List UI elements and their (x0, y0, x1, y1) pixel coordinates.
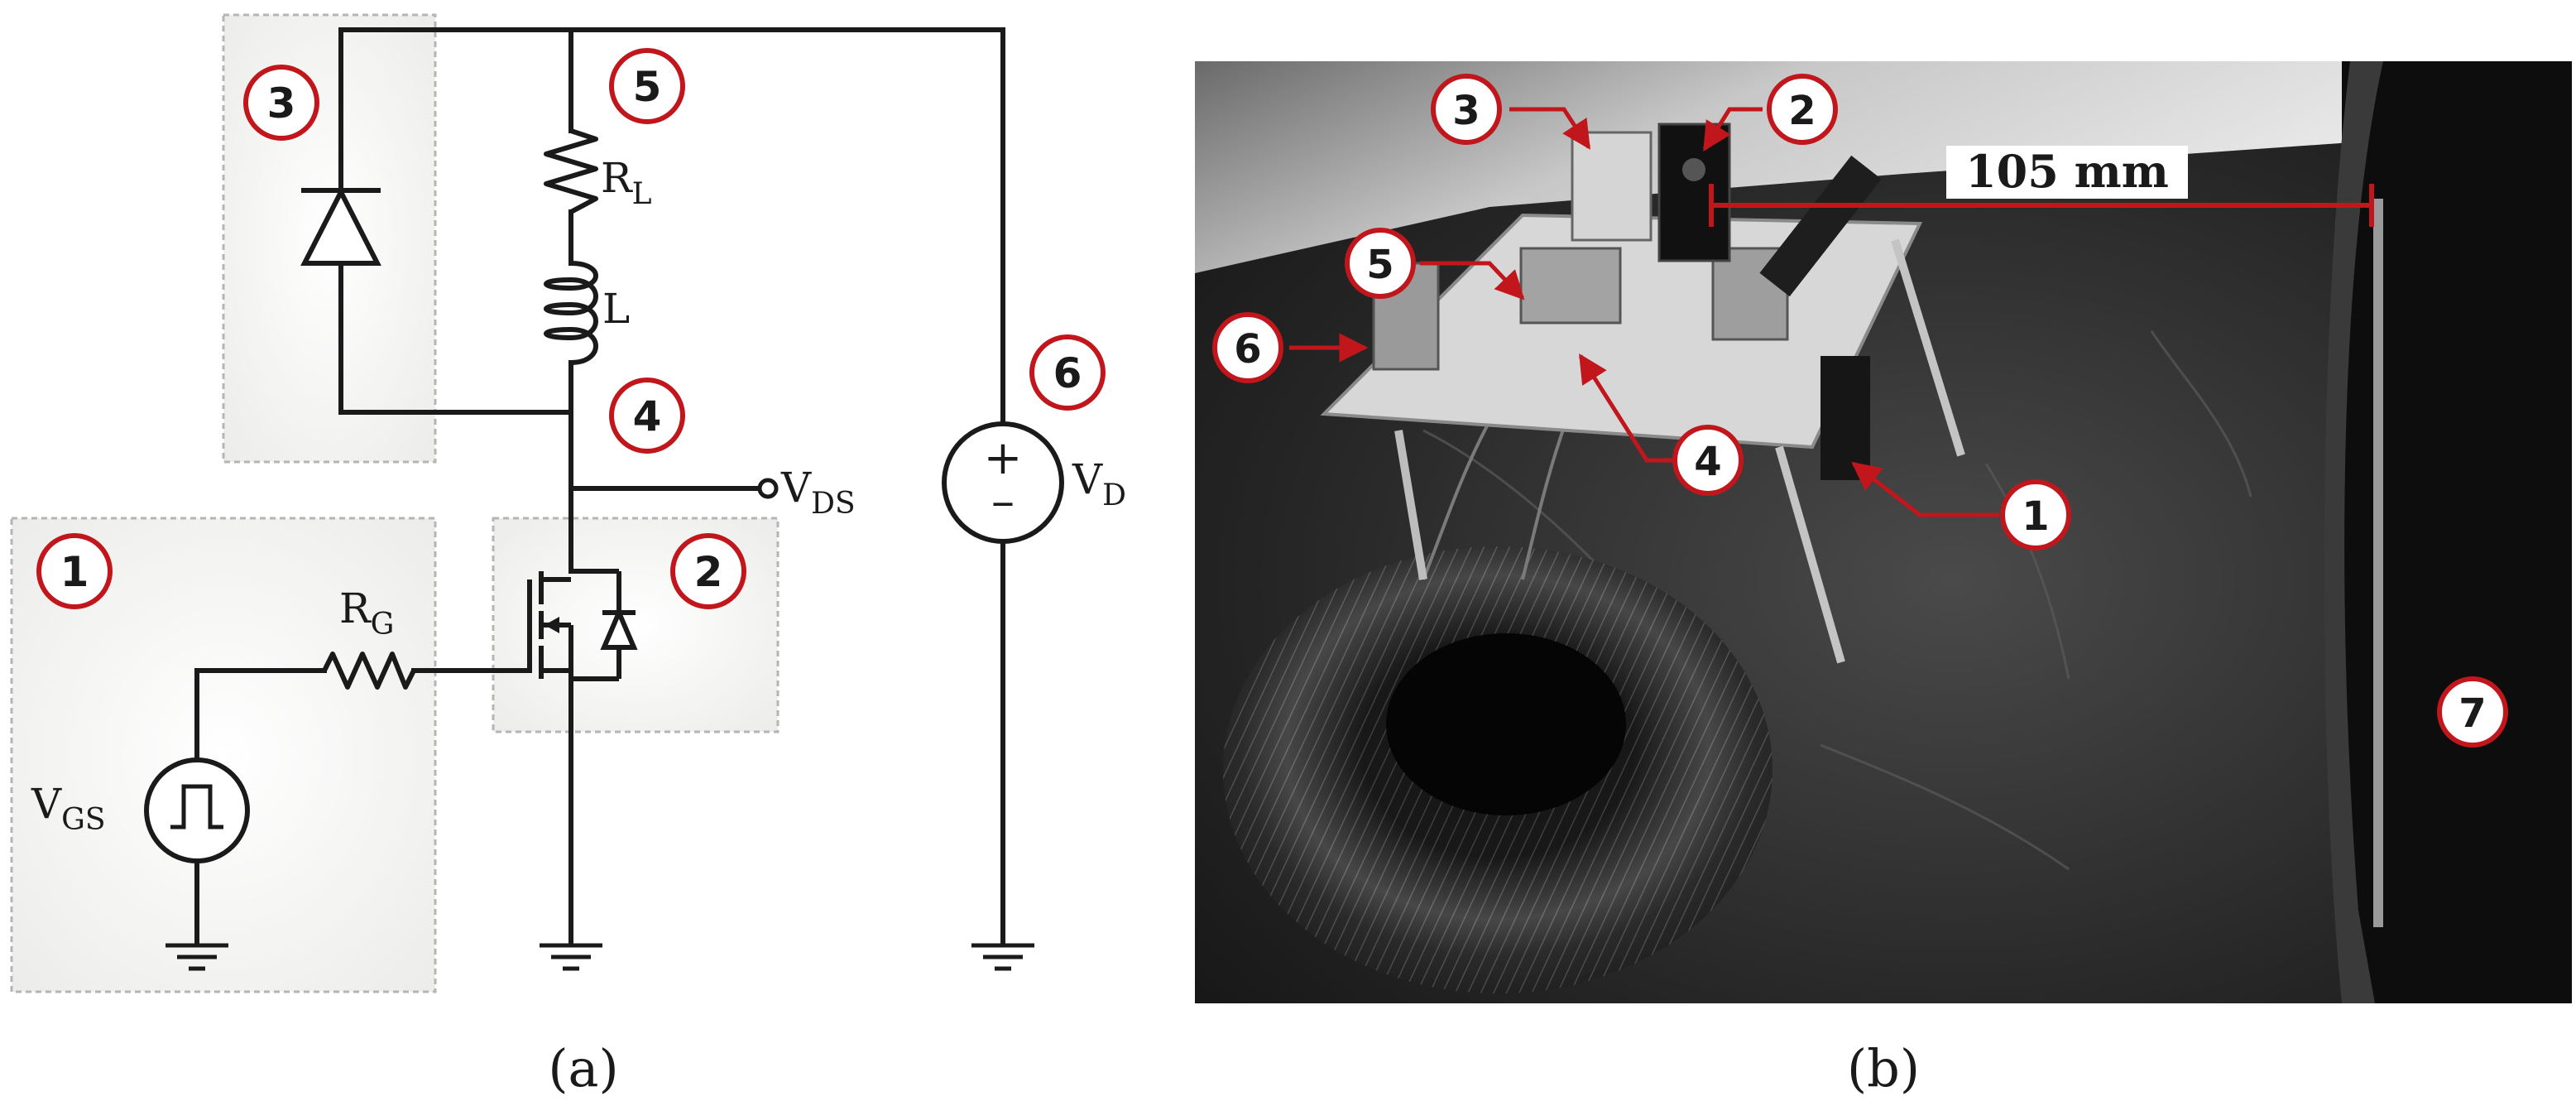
svg-text:6: 6 (1053, 349, 1082, 397)
svg-text:4: 4 (633, 392, 662, 440)
photo-terminal-5 (1519, 247, 1622, 325)
badge-b-5: 5 (1345, 228, 1416, 299)
badge-b-7: 7 (2437, 676, 2508, 748)
ground-source (540, 943, 602, 971)
label-vds: VDS (780, 464, 856, 521)
svg-text:2: 2 (1788, 88, 1816, 134)
label-vd: VD (1072, 455, 1126, 512)
badge-b-1: 1 (2000, 479, 2071, 551)
distance-dimension (1709, 184, 2374, 227)
photo-header-connector (1759, 155, 1882, 297)
label-vgs: VGS (31, 780, 106, 837)
mosfet-symbol (527, 569, 638, 681)
svg-text:5: 5 (633, 63, 662, 111)
ground-vgs (165, 943, 228, 971)
ground-supply (971, 943, 1034, 971)
caption-b: (b) (1847, 1038, 1920, 1099)
vds-terminal (757, 478, 779, 499)
svg-text:2: 2 (694, 548, 723, 596)
svg-text:5: 5 (1366, 242, 1394, 288)
svg-text:6: 6 (1234, 326, 1261, 373)
badge-b-4: 4 (1672, 425, 1744, 496)
freewheel-diode (300, 186, 381, 266)
badge-a-4: 4 (609, 377, 685, 454)
svg-text:3: 3 (267, 79, 296, 127)
inductor-l (544, 261, 598, 365)
badge-a-5: 5 (609, 48, 685, 124)
photo-toroid (1223, 546, 1772, 993)
distance-label: 105 mm (1965, 145, 2169, 198)
resistor-rg (322, 652, 416, 690)
vd-supply-source (942, 421, 1064, 544)
distance-label-bg (1946, 146, 2188, 199)
vd-plus-sign: + (984, 431, 1023, 485)
mosfet-arrow (544, 617, 559, 633)
svg-text:1: 1 (2022, 493, 2049, 540)
svg-text:4: 4 (1694, 439, 1721, 485)
svg-text:7: 7 (2458, 690, 2486, 737)
photo-heatsink-3 (1571, 131, 1653, 242)
panel-b-photo: 105 mm 3 2 5 6 4 (1195, 61, 2572, 1099)
badge-a-1: 1 (36, 533, 113, 609)
svg-text:1: 1 (60, 548, 89, 596)
leader-arrows (1289, 107, 1999, 517)
caption-a: (a) (548, 1038, 618, 1099)
label-rg: RG (339, 584, 394, 642)
label-l: L (602, 285, 630, 333)
panel-a-schematic: + – RL L RG VGS VDS VD 3 5 4 (10, 13, 1126, 1099)
vgs-pulse-source (144, 757, 250, 863)
resistor-rl (544, 128, 598, 214)
photo-terminal-4 (1711, 247, 1789, 341)
badge-a-2: 2 (670, 533, 746, 609)
photo-floor-scratches (1422, 330, 2252, 871)
vd-minus-sign: – (991, 474, 1015, 528)
badge-b-2: 2 (1767, 74, 1838, 145)
photo-fan (2324, 61, 2572, 1003)
photo-driver-1 (1820, 356, 1870, 480)
badge-b-3: 3 (1431, 74, 1502, 145)
badge-b-6: 6 (1212, 312, 1283, 383)
svg-text:3: 3 (1452, 88, 1480, 134)
badge-a-3: 3 (243, 65, 319, 141)
badge-a-6: 6 (1029, 334, 1106, 411)
photo-mosfet-2 (1657, 123, 1731, 262)
label-rl: RL (601, 154, 652, 211)
